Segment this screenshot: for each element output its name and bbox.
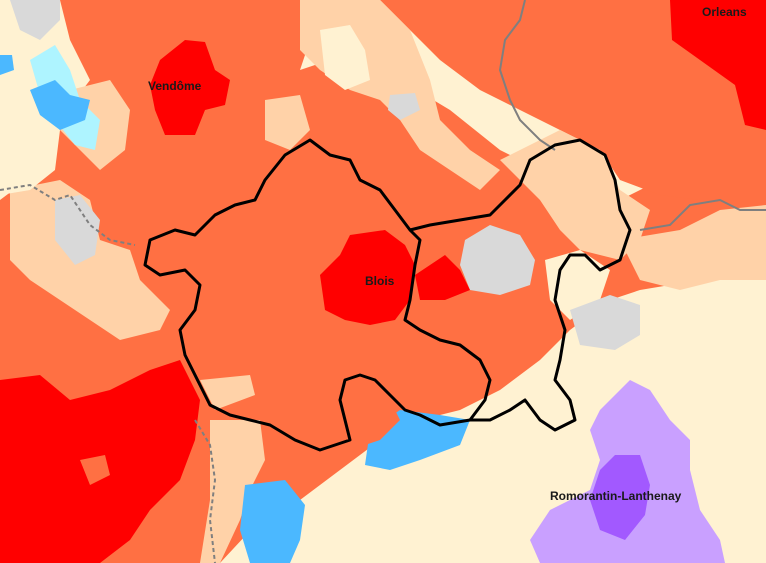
region-orange-northeast xyxy=(380,0,766,200)
region-peach-south xyxy=(200,375,255,410)
region-red-blois xyxy=(320,230,415,325)
region-grey-small xyxy=(388,93,420,120)
region-grey-east xyxy=(570,295,640,350)
region-red-vendome xyxy=(150,40,230,135)
region-grey-north xyxy=(10,0,60,40)
department-border-east xyxy=(639,198,766,231)
city-label-romorantin: Romorantin-Lanthenay xyxy=(550,489,682,503)
region-cream-north xyxy=(320,25,370,90)
region-red-orleans xyxy=(670,0,766,130)
region-blue-southwest xyxy=(240,480,305,563)
zone-inner-border xyxy=(403,228,492,421)
region-grey-west xyxy=(55,195,100,265)
department-border-northeast xyxy=(498,0,556,151)
region-red-blois-east xyxy=(415,255,470,300)
region-peach-east xyxy=(500,130,650,260)
zone-outline xyxy=(143,138,632,452)
region-blue-nw xyxy=(30,80,90,130)
region-peach-southeast xyxy=(620,205,766,290)
region-orange-south-center xyxy=(340,375,400,450)
region-blue-edge xyxy=(0,55,14,75)
region-grey-center xyxy=(460,225,535,295)
department-border-west xyxy=(0,183,136,246)
region-peach-southwest xyxy=(200,420,265,563)
city-label-orleans: Orleans xyxy=(702,5,747,19)
region-peach-2 xyxy=(265,95,310,150)
region-orange-sw-inset xyxy=(80,455,110,485)
region-cream-west xyxy=(0,100,60,195)
city-label-vendome: Vendôme xyxy=(148,79,202,93)
department-border-southwest xyxy=(194,419,217,563)
region-violet-se xyxy=(590,455,650,540)
region-peach-west xyxy=(10,180,170,340)
city-label-blois: Blois xyxy=(365,274,395,288)
